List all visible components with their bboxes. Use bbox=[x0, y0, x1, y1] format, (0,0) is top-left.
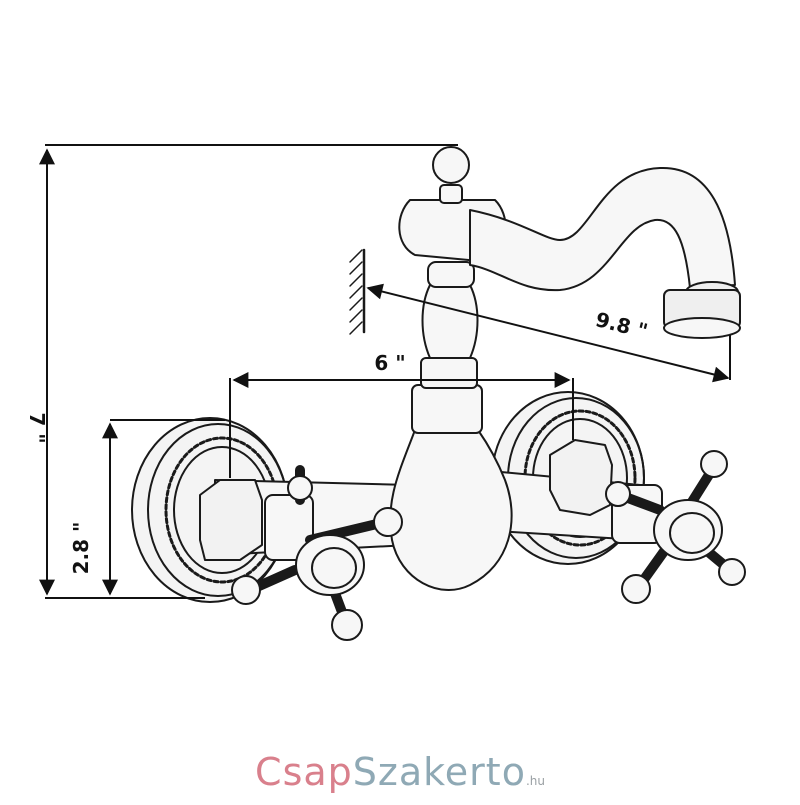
left-cross-handle bbox=[231, 465, 403, 641]
dimension-lines bbox=[39, 144, 731, 599]
left-hex-nut bbox=[199, 479, 263, 561]
spout-reach-dimension-label: 9.8 " bbox=[593, 307, 650, 343]
right-hex-nut bbox=[549, 439, 613, 516]
center-spacing-dimension-label: 6 " bbox=[374, 351, 405, 375]
faucet-illustration bbox=[131, 146, 746, 641]
wall-hatch-symbol bbox=[349, 248, 366, 335]
faucet-column bbox=[411, 261, 483, 434]
brand-logo: CsapSzakerto.hu bbox=[0, 748, 800, 805]
brand-logo-part1: Csap bbox=[255, 750, 353, 794]
height-dimension-label: 7 " bbox=[25, 412, 49, 443]
brand-logo-tld: .hu bbox=[525, 774, 545, 788]
right-cross-handle bbox=[605, 450, 746, 604]
brand-logo-part2: Szakerto bbox=[352, 750, 526, 794]
reach-dimension-line bbox=[366, 283, 730, 383]
mount-height-dimension-label: 2.8 " bbox=[69, 522, 93, 575]
faucet-body bbox=[389, 429, 513, 591]
